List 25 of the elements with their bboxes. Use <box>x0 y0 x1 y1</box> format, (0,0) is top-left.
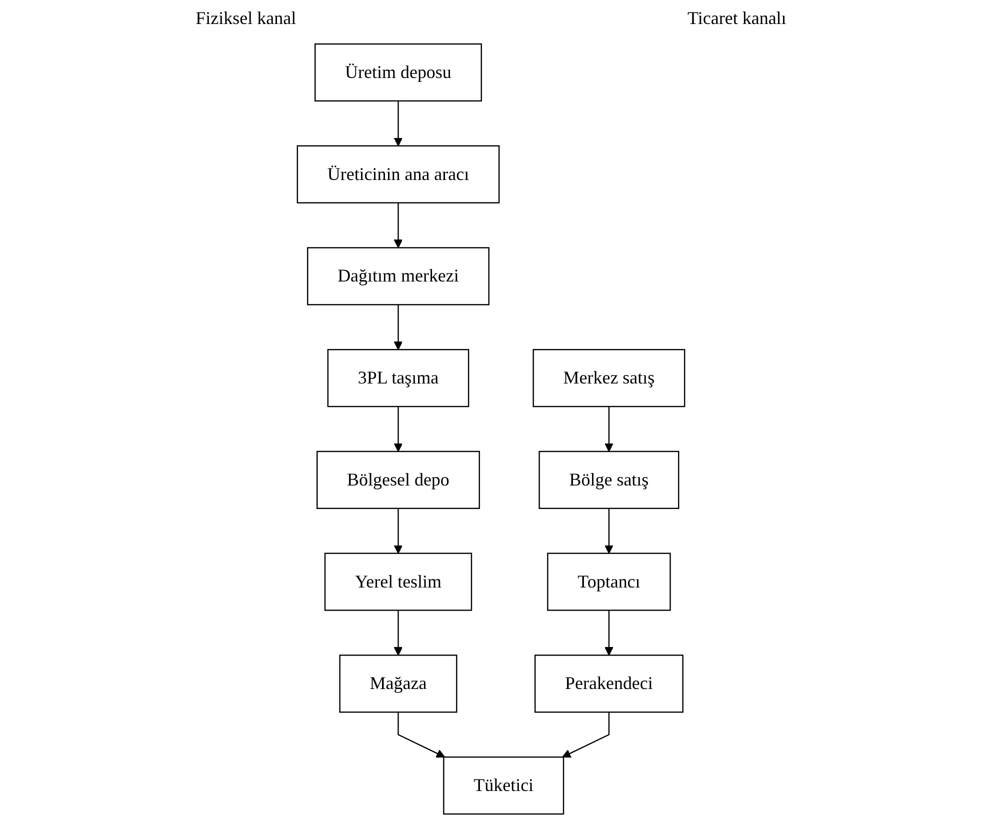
node-box: Bölgesel depo <box>316 450 480 509</box>
node-box: Merkez satış <box>532 349 686 408</box>
node-box: Tüketici <box>443 756 564 815</box>
channel-heading: Ticaret kanalı <box>688 8 786 28</box>
arrow <box>394 304 403 350</box>
node-box: Üreticinin ana aracı <box>296 145 500 204</box>
node-box: Mağaza <box>339 654 458 713</box>
node-box: Üretim deposu <box>314 43 482 102</box>
arrow <box>394 508 403 554</box>
channel-heading: Fiziksel kanal <box>196 8 296 28</box>
node-box: Toptancı <box>547 552 671 611</box>
arrow <box>604 610 614 656</box>
node-box: Perakendeci <box>534 654 684 713</box>
arrow <box>604 406 614 452</box>
arrow <box>394 610 403 656</box>
arrow <box>394 100 403 146</box>
arrow <box>604 508 614 554</box>
arrow <box>562 712 610 758</box>
node-box: Dağıtım merkezi <box>307 247 490 306</box>
node-box: Yerel teslim <box>324 552 472 611</box>
arrow <box>394 202 403 248</box>
node-box: Bölge satış <box>538 450 680 509</box>
arrow <box>394 406 403 452</box>
node-box: 3PL taşıma <box>327 349 470 408</box>
arrow <box>398 712 446 758</box>
